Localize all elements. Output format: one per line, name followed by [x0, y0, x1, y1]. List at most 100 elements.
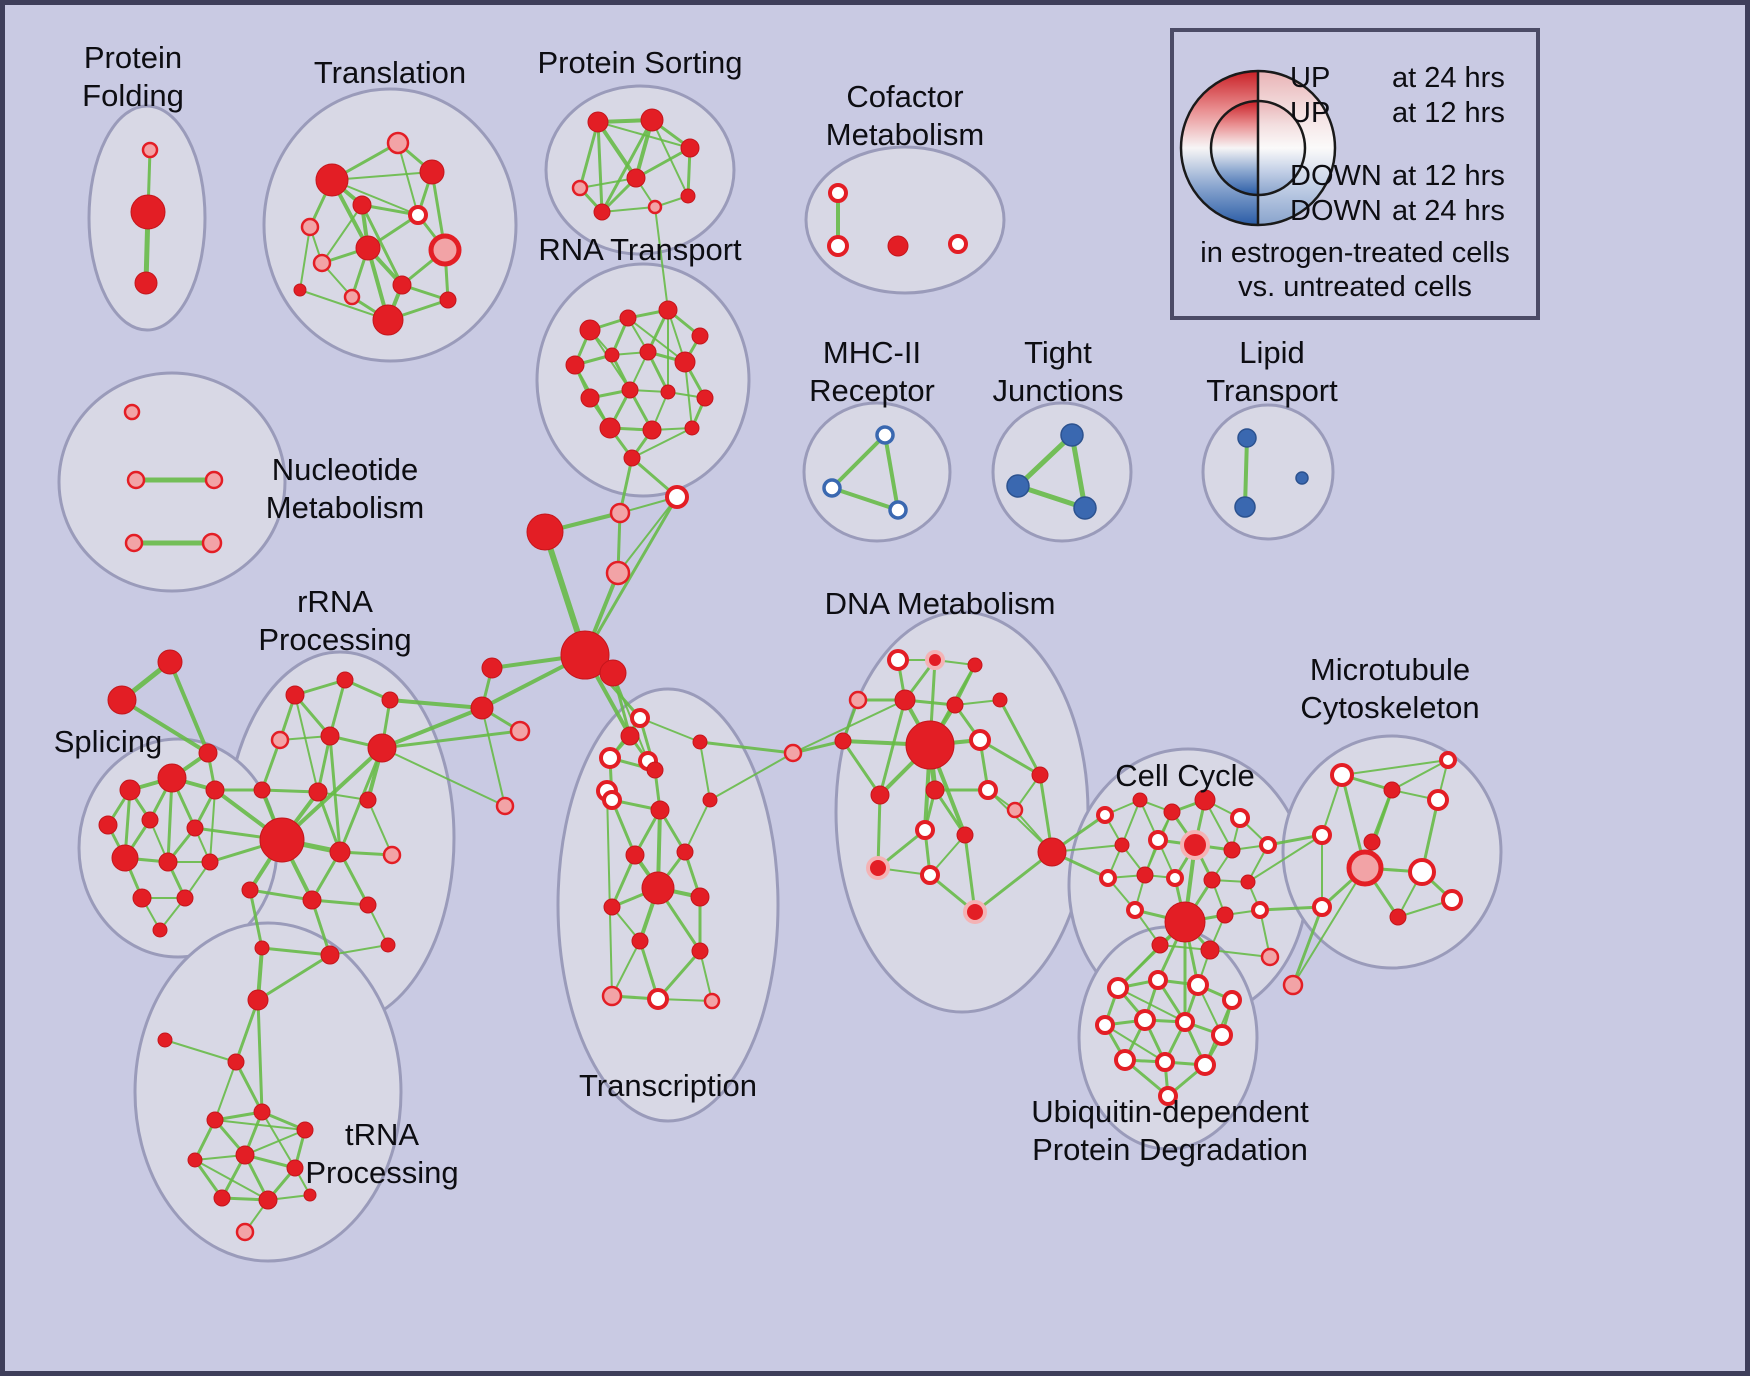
- gene-node-r: [626, 168, 646, 188]
- legend-row-up12-time: at 12 hrs: [1392, 97, 1505, 129]
- legend-inner-left-half: [1211, 101, 1258, 195]
- gene-node-p: [1260, 947, 1280, 967]
- network-edge: [331, 171, 433, 181]
- gene-node-r: [227, 1053, 245, 1071]
- gene-node-p: [609, 502, 631, 524]
- cluster-label-dna-metabolism: DNA Metabolism: [825, 586, 1056, 621]
- legend-updown-glyph-icon: [1179, 69, 1337, 227]
- gene-node-w: [1155, 1052, 1175, 1072]
- network-edge: [617, 496, 678, 574]
- gene-node-r: [696, 389, 714, 407]
- gene-node-r: [130, 194, 166, 230]
- gene-node-r: [253, 1103, 271, 1121]
- network-edge: [654, 206, 669, 311]
- gene-node-r: [152, 922, 168, 938]
- gene-node-r: [186, 819, 204, 837]
- network-edge: [164, 1039, 237, 1063]
- gene-node-r: [621, 381, 639, 399]
- gene-node-r: [285, 685, 305, 705]
- network-edge: [316, 734, 332, 794]
- gene-node-w: [1312, 825, 1332, 845]
- gene-node-r: [1383, 781, 1401, 799]
- network-edge: [596, 120, 638, 180]
- network-edge: [830, 486, 900, 512]
- network-edge: [397, 142, 419, 216]
- gene-node-r: [640, 108, 664, 132]
- cluster-tight-junctions: [991, 401, 1133, 543]
- network-edge: [360, 203, 404, 287]
- gene-node-p: [703, 992, 721, 1010]
- cluster-rna-transport: [535, 262, 751, 498]
- gene-node-r: [565, 355, 585, 375]
- gene-node-w: [1330, 763, 1354, 787]
- network-edge: [328, 678, 347, 738]
- gene-node-p: [204, 470, 224, 490]
- gene-node-r: [157, 649, 183, 675]
- gene-node-w: [665, 485, 689, 509]
- legend-row-down12-direction: DOWN: [1290, 160, 1382, 192]
- gene-node-w: [1251, 901, 1269, 919]
- gene-node-r: [98, 815, 118, 835]
- gene-node-r: [303, 1188, 317, 1202]
- network-edge: [234, 998, 260, 1064]
- cluster-translation: [262, 87, 518, 363]
- gene-node-w: [1099, 869, 1117, 887]
- network-edge: [1121, 799, 1141, 846]
- gene-node-r: [702, 792, 718, 808]
- gene-node-r: [111, 844, 139, 872]
- gene-node-r: [992, 692, 1008, 708]
- gene-node-r: [235, 1145, 255, 1165]
- network-edge: [1015, 432, 1075, 489]
- gene-node-r: [639, 343, 657, 361]
- gene-node-w: [1175, 1012, 1195, 1032]
- gene-node-w: [1148, 830, 1168, 850]
- cluster-label-microtubule-cytoskeleton: Microtubule: [1310, 652, 1470, 687]
- gene-node-p: [647, 199, 663, 215]
- gene-node-r: [526, 513, 564, 551]
- gene-node-p: [848, 690, 868, 710]
- gene-node-r: [658, 300, 678, 320]
- gene-node-w: [1408, 858, 1436, 886]
- legend: UP at 24 hrs UP at 12 hrs DOWN at 12 hrs…: [1170, 28, 1540, 320]
- network-edge: [876, 793, 882, 870]
- gene-node-r: [650, 800, 670, 820]
- gene-node-bw: [888, 500, 908, 520]
- gene-node-r: [604, 347, 620, 363]
- network-edge: [367, 799, 393, 856]
- gene-node-w: [1166, 869, 1184, 887]
- gene-node-r: [625, 845, 645, 865]
- cluster-label-protein-folding: Folding: [82, 78, 184, 113]
- gene-node-p: [124, 533, 144, 553]
- gene-node-w: [602, 790, 622, 810]
- network-edge: [256, 953, 332, 1002]
- legend-caption-line2: vs. untreated cells: [1238, 271, 1472, 303]
- cluster-cofactor-metabolism: [804, 145, 1006, 295]
- gene-node-r: [380, 937, 396, 953]
- network-edge: [388, 698, 484, 710]
- network-edge: [310, 898, 332, 957]
- gene-node-ph: [1346, 849, 1384, 887]
- gene-node-r: [560, 630, 610, 680]
- network-edge: [634, 146, 692, 180]
- cluster-label-ubiquitin-dependent-protein-degradation: Protein Degradation: [1032, 1132, 1308, 1167]
- legend-caption-line1: in estrogen-treated cells: [1200, 237, 1510, 269]
- gene-node-r: [1037, 837, 1067, 867]
- gene-node-r: [1203, 871, 1221, 889]
- network-edge: [998, 698, 1042, 777]
- legend-row-down12-time: at 12 hrs: [1392, 160, 1505, 192]
- network-edge: [830, 433, 887, 490]
- gene-node-r: [599, 659, 627, 687]
- cluster-label-nucleotide-metabolism: Nucleotide: [272, 452, 418, 487]
- gene-node-r: [205, 780, 225, 800]
- network-edge: [606, 790, 613, 997]
- gene-node-r: [619, 309, 637, 327]
- cluster-label-mhc-ii-receptor: Receptor: [809, 373, 935, 408]
- gene-node-w: [1134, 1009, 1156, 1031]
- gene-node-r: [320, 945, 340, 965]
- gene-node-r: [579, 319, 601, 341]
- cluster-lipid-transport: [1201, 403, 1335, 541]
- network-edge: [1258, 905, 1324, 912]
- gene-node-p: [601, 985, 623, 1007]
- gene-node-p: [571, 179, 589, 197]
- network-edge: [381, 747, 506, 807]
